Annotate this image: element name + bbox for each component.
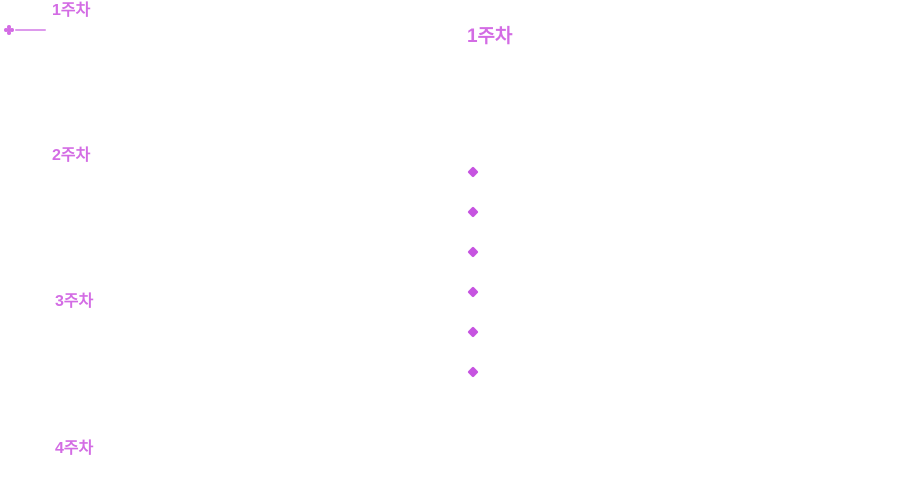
timeline-week-2-label: 2주차	[52, 147, 91, 164]
list-bullet-icon	[467, 286, 479, 298]
timeline-node-icon	[7, 28, 11, 32]
list-bullet-icon	[467, 366, 479, 378]
list-bullet-icon	[467, 206, 479, 218]
list-bullet-icon	[467, 326, 479, 338]
timeline-connector-line	[15, 29, 46, 31]
list-bullet-icon	[467, 166, 479, 178]
timeline-week-1-label: 1주차	[52, 2, 91, 19]
content-week-heading: 1주차	[467, 26, 513, 47]
list-bullet-icon	[467, 246, 479, 258]
timeline-week-4-label: 4주차	[55, 440, 94, 457]
timeline-week-3-label: 3주차	[55, 293, 94, 310]
